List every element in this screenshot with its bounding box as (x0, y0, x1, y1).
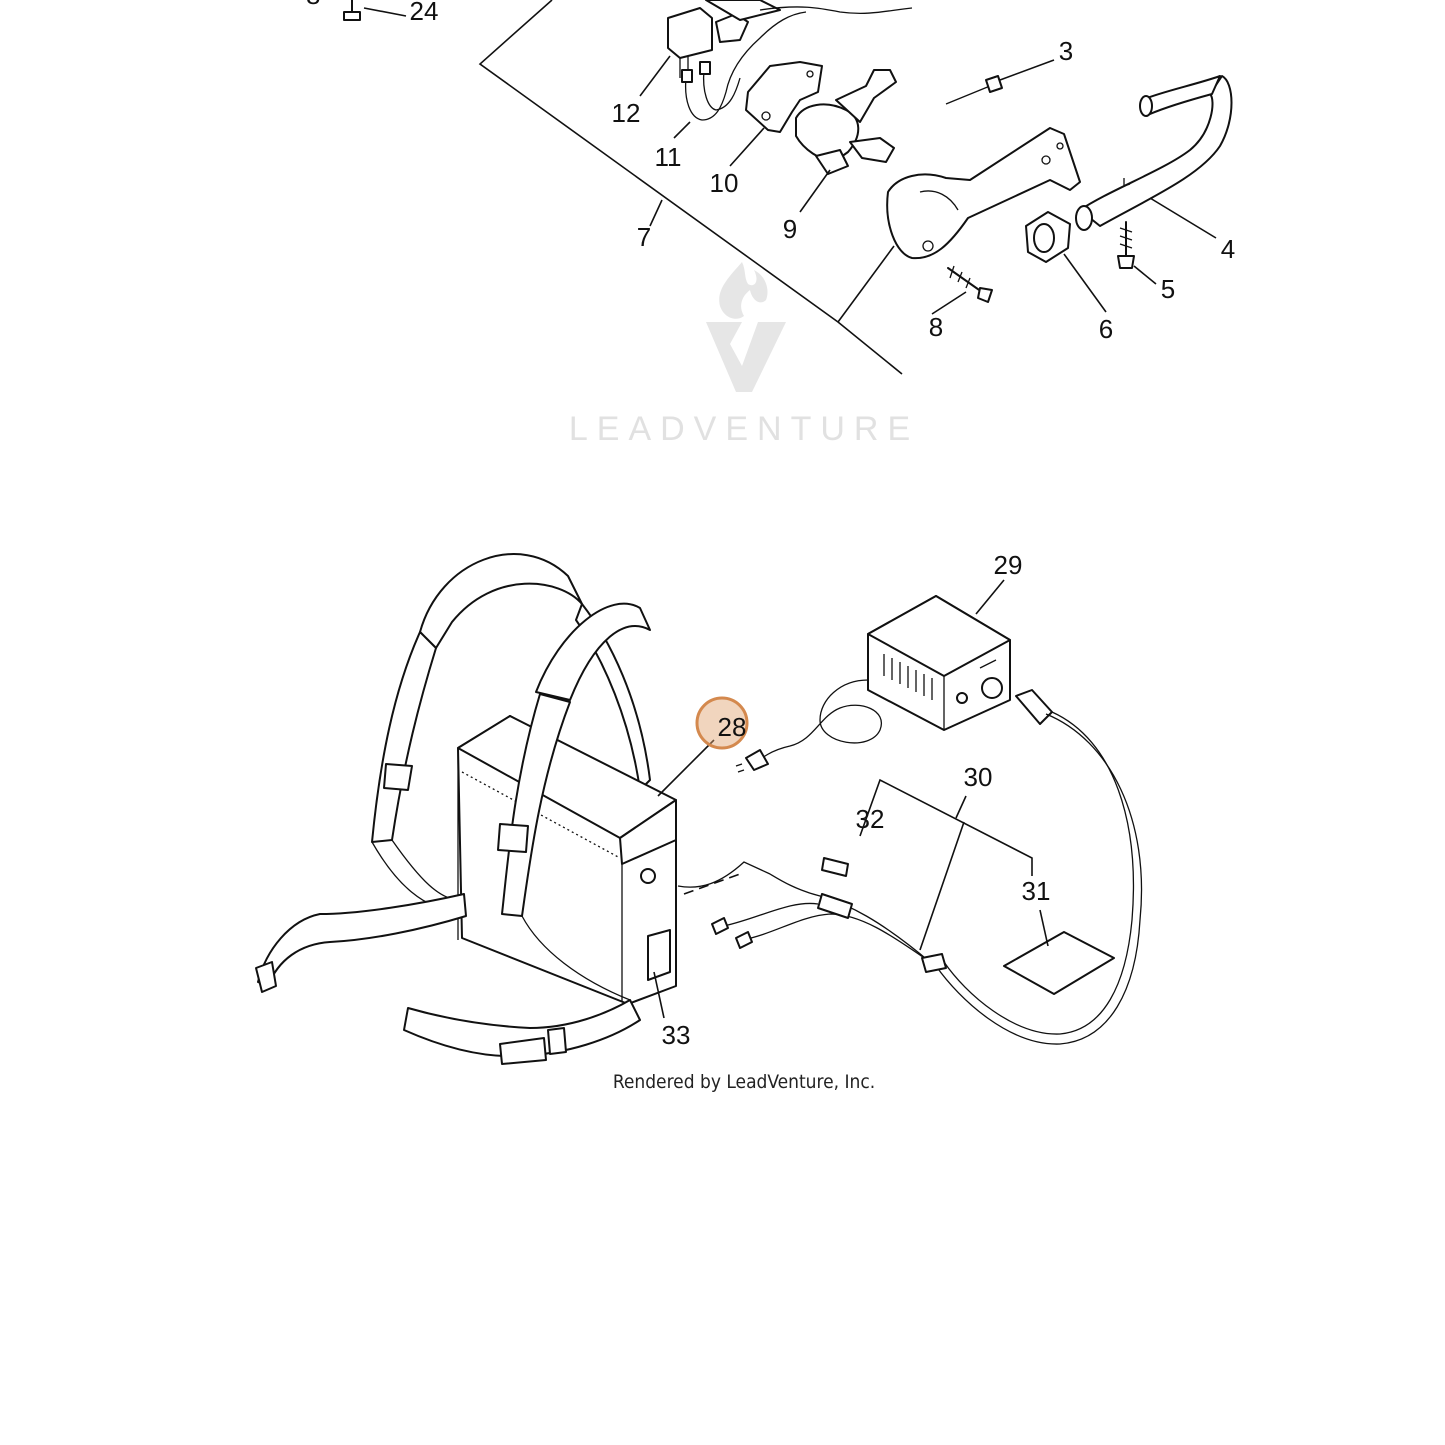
render-credit: Rendered by LeadVenture, Inc. (613, 1071, 875, 1093)
callout-8[interactable]: 8 (929, 312, 943, 342)
callout-4[interactable]: 4 (1221, 234, 1235, 264)
harness-part-30 (677, 857, 1115, 995)
svg-text:3: 3 (1059, 36, 1073, 66)
watermark-text: LEADVENTURE (569, 410, 919, 448)
leader-lines-bottom (653, 579, 1049, 1019)
callout-9[interactable]: 9 (783, 214, 797, 244)
selected-callout-highlight (695, 696, 749, 750)
screw-part-5 (1117, 221, 1135, 269)
callout-30[interactable]: 30 (964, 762, 993, 792)
screw-part-3 (945, 75, 1003, 105)
svg-text:5: 5 (1161, 274, 1175, 304)
svg-text:29: 29 (994, 550, 1023, 580)
switch-part-12 (667, 0, 913, 78)
trigger-part-9 (795, 69, 897, 175)
callout-7[interactable]: 7 (637, 222, 651, 252)
svg-text:11: 11 (655, 142, 682, 172)
callout-31[interactable]: 31 (1022, 876, 1051, 906)
watermark: LEADVENTURE (569, 262, 919, 448)
loop-handle-part-4 (1075, 75, 1233, 231)
charger-part-29 (735, 595, 1011, 773)
cover-part-10 (745, 61, 823, 133)
callout-11[interactable]: 11 (655, 142, 682, 172)
callout-10[interactable]: 10 (710, 168, 739, 198)
svg-text:28: 28 (718, 712, 747, 742)
waist-belt (255, 893, 641, 1065)
clamp-part-6 (1025, 211, 1071, 263)
backpack-battery-drawing (255, 553, 1143, 1065)
rear-shoulder-strap (371, 553, 651, 913)
bolt-part-24 (343, 0, 361, 21)
svg-text:30: 30 (964, 762, 993, 792)
svg-text:8: 8 (929, 312, 943, 342)
callout-32[interactable]: 32 (856, 804, 885, 834)
screw-part-8 (947, 265, 993, 303)
wire-harness-part-11 (681, 11, 807, 121)
callout-12[interactable]: 12 (612, 98, 641, 128)
svg-text:7: 7 (637, 222, 651, 252)
callout-29[interactable]: 29 (994, 550, 1023, 580)
grip-handle-part (886, 127, 1081, 260)
svg-text:6: 6 (1099, 314, 1113, 344)
front-shoulder-strap (497, 602, 651, 1001)
svg-text:33: 33 (662, 1020, 691, 1050)
svg-text:12: 12 (612, 98, 641, 128)
leadventure-flame-logo (706, 262, 786, 392)
callout-24[interactable]: 24 (410, 0, 439, 26)
callout-partial: 8 (306, 0, 320, 10)
svg-text:4: 4 (1221, 234, 1235, 264)
battery-box-part-28 (457, 715, 677, 1005)
svg-text:24: 24 (410, 0, 439, 26)
callout-33[interactable]: 33 (662, 1020, 691, 1050)
callout-3[interactable]: 3 (1059, 36, 1073, 66)
svg-text:10: 10 (710, 168, 739, 198)
svg-text:9: 9 (783, 214, 797, 244)
callout-5[interactable]: 5 (1161, 274, 1175, 304)
handle-assembly-drawing (343, 0, 1233, 375)
svg-text:31: 31 (1022, 876, 1051, 906)
charger-output-cable (935, 689, 1143, 1045)
callouts-top: 8 24 3 4 5 6 7 8 9 10 11 12 (306, 0, 1235, 344)
svg-text:32: 32 (856, 804, 885, 834)
callout-6[interactable]: 6 (1099, 314, 1113, 344)
leader-lines-top (363, 7, 1217, 315)
callouts-bottom: 28 29 30 31 32 33 (662, 550, 1051, 1050)
callout-28[interactable]: 28 (718, 712, 747, 742)
